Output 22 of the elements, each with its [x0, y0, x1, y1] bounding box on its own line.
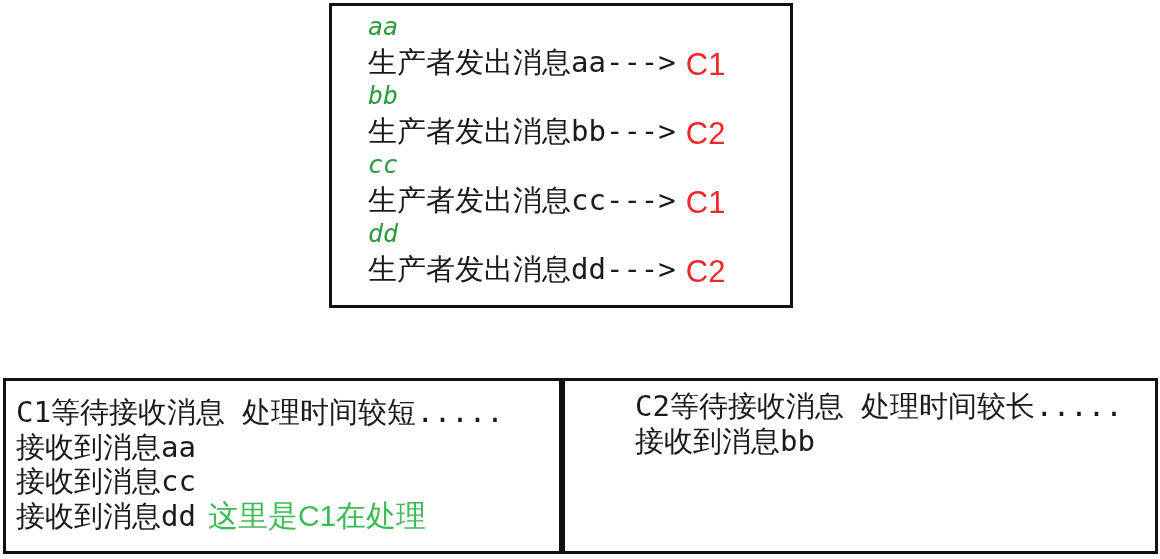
- note-text: 这里是C1在处理: [207, 498, 427, 533]
- consumer-label: C1: [685, 47, 726, 82]
- text-line: C2等待接收消息 处理时间较长.....: [635, 389, 1123, 424]
- text-line: 接收到消息aa: [16, 429, 196, 464]
- text-line: 接收到消息bb: [635, 423, 815, 458]
- message-tag: aa: [368, 10, 399, 45]
- producer-panel: [329, 3, 793, 308]
- text-line: 生产者发出消息cc--->: [368, 182, 676, 217]
- consumer-panel: [3, 378, 562, 554]
- consumer-panel: [562, 378, 1158, 554]
- consumer-label: C1: [685, 185, 726, 220]
- message-tag: bb: [368, 79, 399, 114]
- text-line: 生产者发出消息dd--->: [368, 251, 676, 286]
- consumer-label: C2: [685, 254, 726, 289]
- text-line: 生产者发出消息aa--->: [368, 44, 676, 79]
- text-line: 接收到消息dd: [16, 498, 196, 533]
- consumer-label: C2: [685, 116, 726, 151]
- message-tag: cc: [368, 148, 399, 183]
- text-line: 接收到消息cc: [16, 464, 196, 499]
- message-tag: dd: [368, 217, 399, 252]
- text-line: C1等待接收消息 处理时间较短.....: [16, 395, 504, 430]
- text-line: 生产者发出消息bb--->: [368, 113, 676, 148]
